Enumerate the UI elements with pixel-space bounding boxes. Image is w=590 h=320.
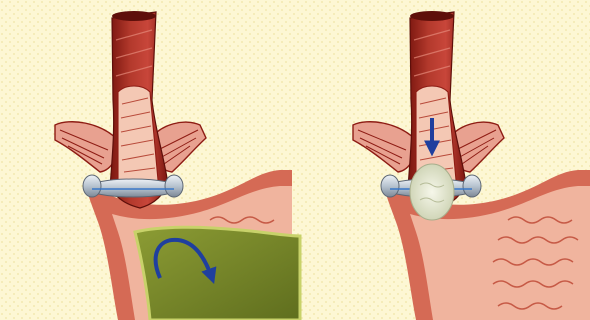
food-bolus: [410, 164, 454, 220]
